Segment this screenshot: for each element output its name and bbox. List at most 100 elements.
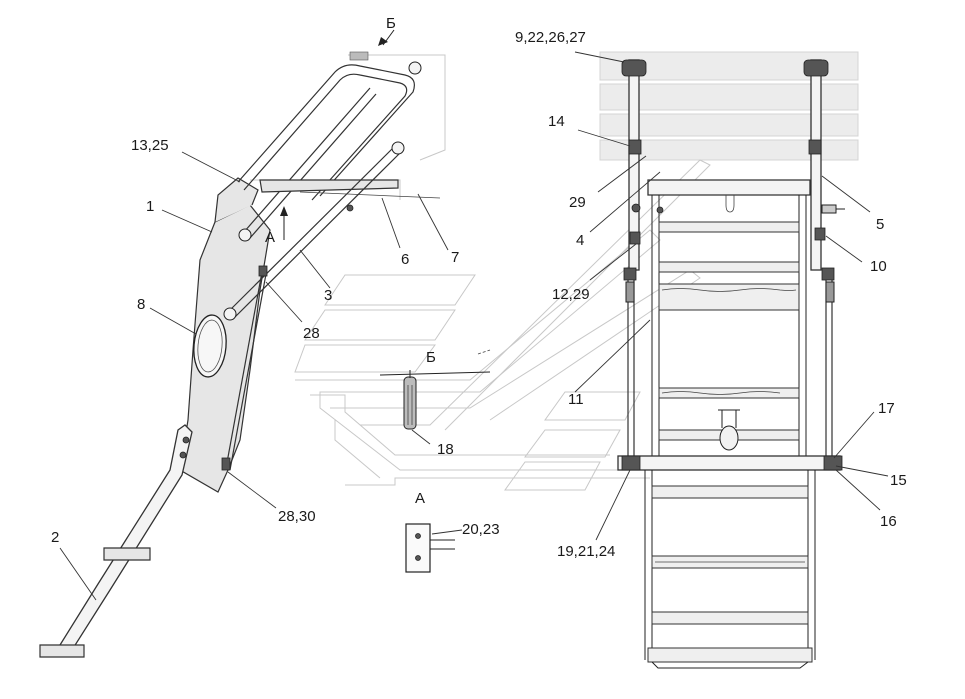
label-28: 28 <box>303 325 320 342</box>
view-a-tab <box>430 539 455 550</box>
side-strut-2 <box>229 273 267 471</box>
arm-bolt-1 <box>182 436 190 444</box>
label-a-arrow: А <box>265 229 275 246</box>
view-b-arrow-head <box>378 37 388 46</box>
leader-17 <box>833 411 875 459</box>
callout-labels: Б 13,25 1 А 6 7 3 8 28 2 28,30 Б 18 А 20… <box>51 15 907 560</box>
lower-step-tread <box>103 547 151 561</box>
leader-lines <box>59 51 889 601</box>
handrail-pivot <box>238 228 252 242</box>
leader-5 <box>821 175 871 213</box>
platform-bolt <box>346 204 354 212</box>
leader-16 <box>835 469 881 511</box>
leader-10 <box>825 235 863 263</box>
leader-9-22-26-27 <box>574 51 625 63</box>
right-rod-cap <box>821 267 835 281</box>
ghost-band-3 <box>599 113 859 137</box>
ghost-step-3 <box>294 344 436 373</box>
ghost-frame-6 <box>334 420 381 479</box>
view-b-handle <box>403 376 417 430</box>
view-b-dash <box>477 349 491 355</box>
label-4: 4 <box>576 232 584 249</box>
leader-18 <box>411 429 431 445</box>
ghost-cab-outline <box>348 54 446 161</box>
ghost-step-1 <box>324 274 476 306</box>
label-8: 8 <box>137 296 145 313</box>
label-view-b-top: Б <box>386 15 396 32</box>
view-a-arrow-head <box>280 206 288 216</box>
label-6: 6 <box>401 251 409 268</box>
handrail-outer <box>237 64 415 197</box>
label-view-a: А <box>415 490 425 507</box>
lower-rung-3 <box>651 611 809 625</box>
right-spring <box>825 281 835 303</box>
ghost-frame-1 <box>295 229 661 471</box>
rung-4 <box>658 387 800 399</box>
ghost-frame-3 <box>345 477 650 486</box>
rung-2 <box>658 261 800 273</box>
ghost-step-2 <box>304 309 456 341</box>
lower-left-rail <box>644 470 653 660</box>
rung-3-tread <box>661 288 797 292</box>
side-view-ladder <box>39 29 441 658</box>
view-a-detail <box>405 523 455 573</box>
bottom-right-pivot <box>823 455 843 471</box>
view-b-detail <box>379 349 491 430</box>
label-15: 15 <box>890 472 907 489</box>
leader-8 <box>149 307 197 335</box>
label-18: 18 <box>437 441 454 458</box>
ghost-step-r2 <box>524 429 621 458</box>
ghost-step-r1 <box>544 391 641 421</box>
view-b-baseline <box>379 371 491 376</box>
support-rod-upper <box>227 145 396 313</box>
bolt-left-210 <box>656 206 664 214</box>
top-hook <box>725 195 735 213</box>
right-clamp <box>808 139 822 155</box>
leader-28 <box>265 281 303 323</box>
leader-6 <box>381 197 401 249</box>
lower-right-rail <box>807 470 816 660</box>
lower-step-arm <box>59 424 193 651</box>
platform-top-bar <box>647 179 811 196</box>
rod-end-top <box>391 141 405 155</box>
latch-5 <box>821 204 837 214</box>
leader-3 <box>299 249 331 289</box>
strut-clamp-top <box>258 265 268 277</box>
label-10: 10 <box>870 258 887 275</box>
oval-opening-inner <box>197 319 223 373</box>
ghost-platform-steps <box>294 159 711 491</box>
rung-4-tread <box>661 391 781 395</box>
ghost-band-4 <box>599 139 859 161</box>
label-20-23: 20,23 <box>462 521 500 538</box>
ghost-frame-2 <box>310 394 610 456</box>
leader-14 <box>577 129 631 147</box>
label-5: 5 <box>876 216 884 233</box>
left-clamp-14 <box>628 139 642 155</box>
label-11: 11 <box>568 391 584 408</box>
handrail-top-pin <box>408 61 422 75</box>
leader-11 <box>574 319 651 393</box>
platform-edge <box>299 191 441 199</box>
rung-3 <box>658 283 800 311</box>
strut-clamp-bottom <box>221 457 231 471</box>
label-16: 16 <box>880 513 897 530</box>
leader-1 <box>161 209 213 233</box>
right-hinge-top <box>803 59 829 77</box>
view-a-plate <box>405 523 431 573</box>
handrail-diagonal-2 <box>249 93 377 239</box>
label-19-21-24: 19,21,24 <box>557 543 615 560</box>
handrail-diagonal-1 <box>243 87 371 233</box>
top-bracket-hint <box>349 51 369 61</box>
leader-2 <box>59 547 97 601</box>
ladder-side-rails-inner <box>658 195 800 470</box>
view-b-handle-ribs <box>407 385 413 425</box>
center-bracket-knob <box>719 425 739 451</box>
leader-28-30 <box>227 471 277 509</box>
rung-1 <box>658 221 800 233</box>
label-29: 29 <box>569 194 586 211</box>
ghost-step-r3 <box>504 461 601 491</box>
view-a-hole-2 <box>415 555 421 561</box>
view-a-hole-1 <box>415 533 421 539</box>
label-17: 17 <box>878 400 895 417</box>
